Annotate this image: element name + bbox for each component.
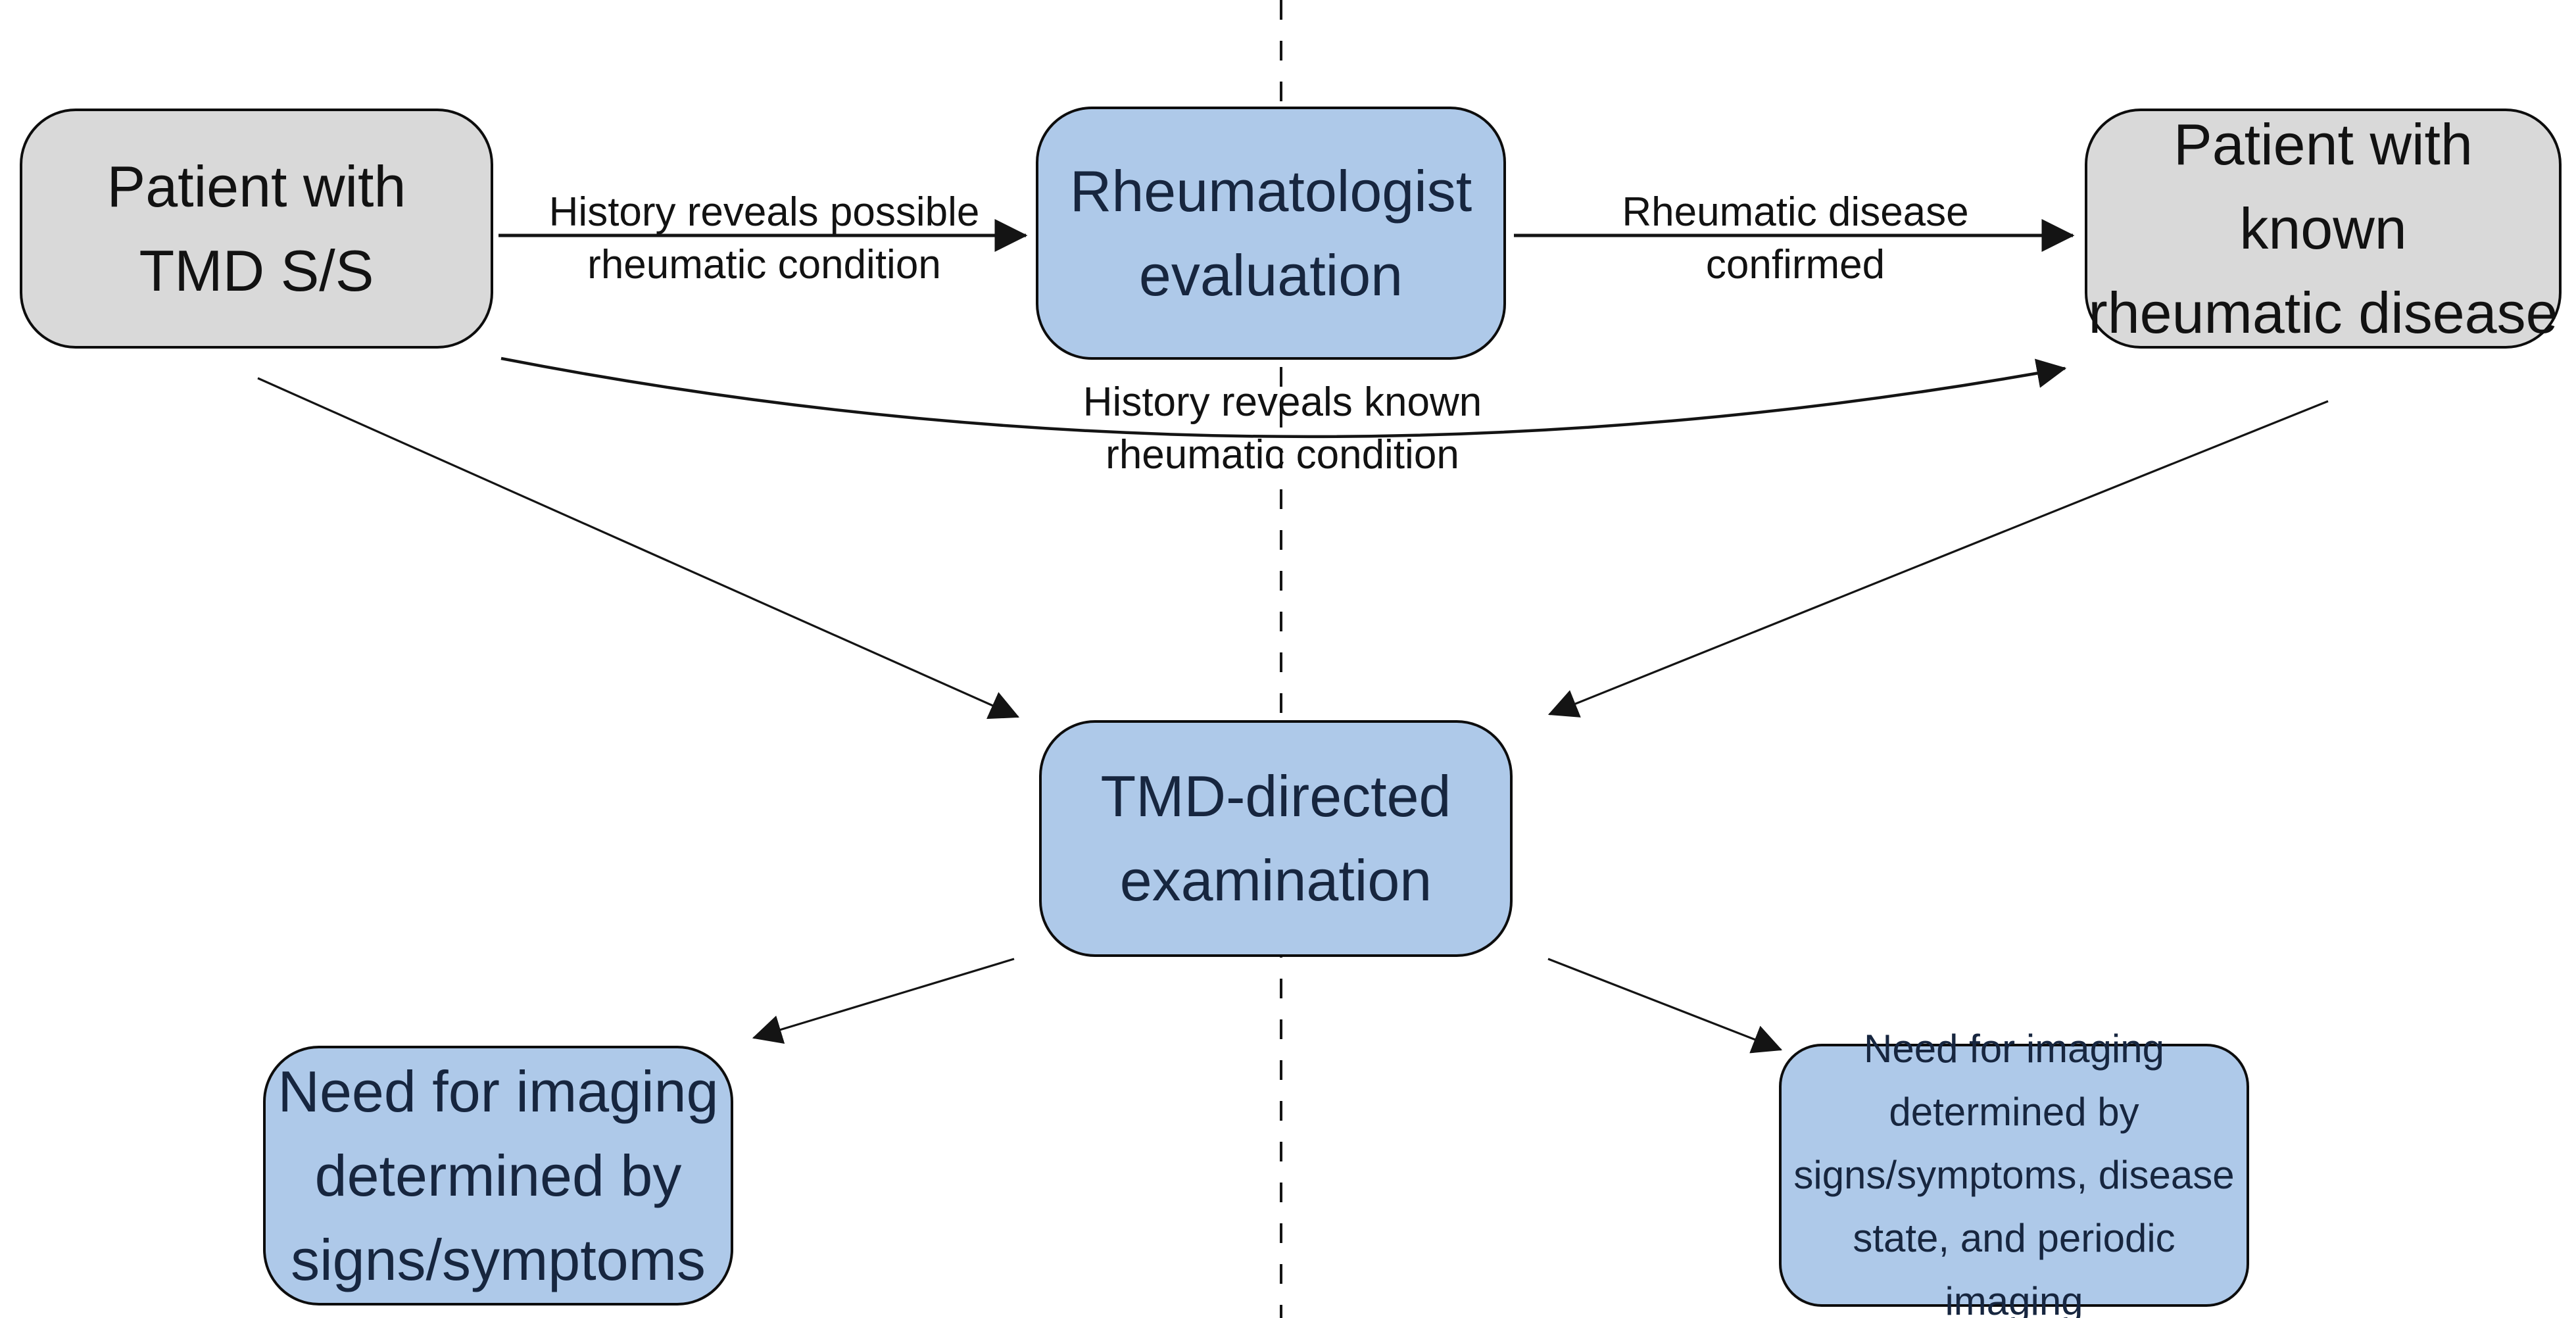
node-label-line: Rheumatologist [1069, 158, 1472, 224]
node-label-line: examination [1119, 848, 1432, 913]
edge-label-line: rheumatic condition [1106, 432, 1459, 477]
node-label-line: TMD-directed [1100, 764, 1451, 829]
edge-label-line: rheumatic condition [587, 242, 941, 287]
node-label-line: state, and periodic imaging [1853, 1216, 2175, 1318]
node-label-line: rheumatic disease [2088, 280, 2558, 345]
node-label-line: signs/symptoms, disease [1793, 1153, 2235, 1197]
node-label-line: TMD S/S [139, 237, 374, 303]
node-tmd-directed-examination: TMD-directed examination [1039, 720, 1513, 957]
edge-label-line: History reveals possible [548, 189, 980, 235]
edge-label-possible-rheumatic: History reveals possible rheumatic condi… [435, 186, 1093, 291]
node-imaging-disease-state: Need for imaging determined by signs/sym… [1779, 1027, 2249, 1318]
arrow-known-disease-to-exam [1547, 400, 2329, 718]
node-label-line: Patient with known [2174, 111, 2473, 261]
edge-label-line: History reveals known [1082, 379, 1482, 425]
arrow-known-rheumatic-curve [500, 356, 2067, 439]
edge-label-line: confirmed [1705, 242, 1885, 287]
edge-label-disease-confirmed: Rheumatic disease confirmed [1467, 186, 2124, 291]
node-label-line: evaluation [1138, 242, 1403, 308]
edge-label-line: Rheumatic disease [1622, 189, 1969, 235]
node-label-line: determined by [1889, 1090, 2139, 1134]
node-label-line: Patient with [107, 153, 406, 219]
node-patient-with-tmd: Patient with TMD S/S [20, 109, 493, 349]
arrow-exam-to-imaging-disease [1547, 958, 1783, 1054]
edge-label-known-rheumatic: History reveals known rheumatic conditio… [954, 376, 1611, 481]
node-label-line: Need for imaging [278, 1058, 719, 1124]
node-imaging-signs-symptoms: Need for imaging determined by signs/sym… [263, 1046, 733, 1306]
node-label-line: signs/symptoms [291, 1227, 706, 1292]
arrow-exam-to-imaging-ss [752, 958, 1015, 1044]
node-rheumatologist-evaluation: Rheumatologist evaluation [1036, 107, 1506, 360]
node-label-line: determined by [314, 1142, 682, 1208]
node-patient-known-rheumatic: Patient with known rheumatic disease [2085, 109, 2562, 349]
arrow-tmd-patient-to-exam [257, 377, 1020, 720]
node-label-line: Need for imaging [1864, 1027, 2164, 1071]
